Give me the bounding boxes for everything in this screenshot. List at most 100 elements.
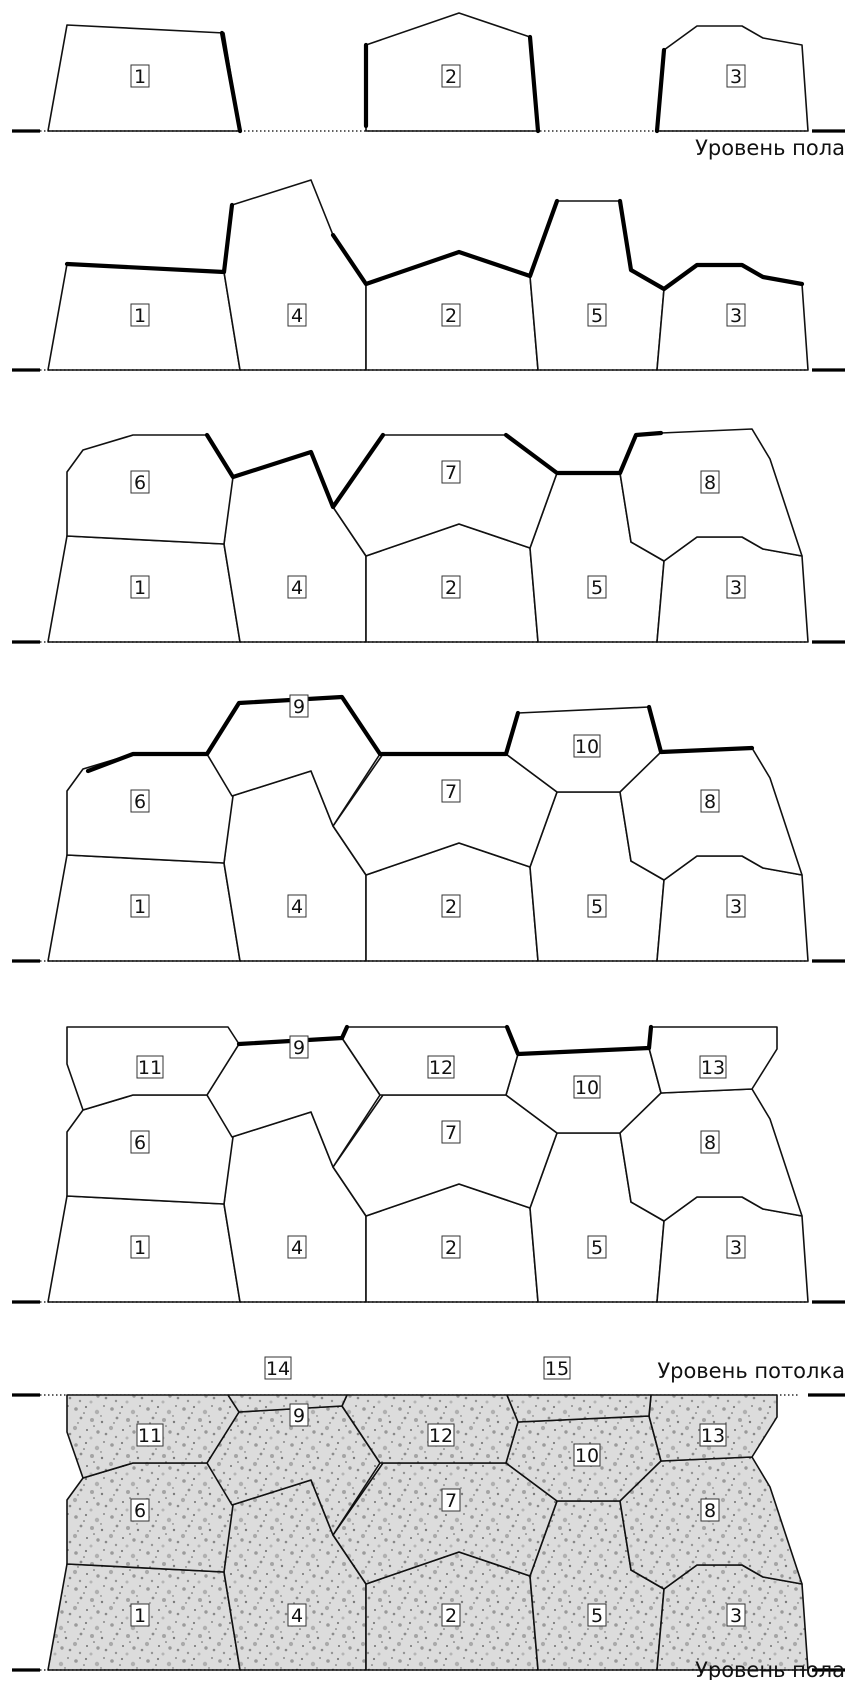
stone-label-5: 5 <box>588 304 606 327</box>
stone-4 <box>224 180 366 370</box>
stone-label-3: 3 <box>727 895 745 918</box>
stone-label-3: 3 <box>727 576 745 599</box>
stone-number: 2 <box>445 305 457 327</box>
stone-label-13: 13 <box>700 1424 726 1447</box>
floor-level-label-top: Уровень пола <box>695 136 845 160</box>
stone-label-2: 2 <box>442 895 460 918</box>
stone-number: 8 <box>704 1132 716 1154</box>
stone-number: 11 <box>138 1425 162 1447</box>
stone-number: 2 <box>445 1605 457 1627</box>
stone-label-6: 6 <box>131 790 149 813</box>
stone-4 <box>224 452 366 642</box>
highlight-edge-2 <box>649 707 752 752</box>
stone-label-3: 3 <box>727 65 745 88</box>
step-panel-3: 1 4 2 5 3 6 7 8 <box>12 429 845 642</box>
stone-number: 4 <box>291 305 303 327</box>
stone-number: 5 <box>591 305 603 327</box>
stone-label-1: 1 <box>131 1236 149 1259</box>
stone-label-1: 1 <box>131 576 149 599</box>
stone-label-5: 5 <box>588 1236 606 1259</box>
stone-number: 6 <box>134 472 146 494</box>
stone-number: 13 <box>701 1425 725 1447</box>
stone-label-9: 9 <box>290 695 308 718</box>
stone-number: 13 <box>701 1057 725 1079</box>
stone-number: 10 <box>575 736 599 758</box>
stone-number: 1 <box>134 305 146 327</box>
stone-label-1: 1 <box>131 65 149 88</box>
stone-label-1: 1 <box>131 304 149 327</box>
stone-number: 9 <box>293 1037 305 1059</box>
stone-label-3: 3 <box>727 1604 745 1627</box>
stone-number: 2 <box>445 896 457 918</box>
stone-number: 2 <box>445 66 457 88</box>
stone-number: 4 <box>291 1605 303 1627</box>
stone-label-7: 7 <box>442 1489 460 1512</box>
stone-number: 1 <box>134 1237 146 1259</box>
stone-label-5: 5 <box>588 576 606 599</box>
stone-number: 2 <box>445 1237 457 1259</box>
stone-number: 6 <box>134 1132 146 1154</box>
stone-label-3: 3 <box>727 1236 745 1259</box>
stone-label-13: 13 <box>700 1056 726 1079</box>
stone-number: 1 <box>134 577 146 599</box>
stone-number: 12 <box>429 1057 453 1079</box>
stone-number: 3 <box>730 305 742 327</box>
stone-6 <box>67 1095 233 1204</box>
stone-number: 7 <box>445 462 457 484</box>
stone-label-10: 10 <box>574 735 600 758</box>
stone-label-10: 10 <box>574 1444 600 1467</box>
stone-number: 9 <box>293 1405 305 1427</box>
stone-label-6: 6 <box>131 1131 149 1154</box>
step-panel-4: 14253678910 <box>12 695 845 961</box>
stone-label-4: 4 <box>288 304 306 327</box>
stone-number: 1 <box>134 66 146 88</box>
stone-number: 1 <box>134 896 146 918</box>
stone-number: 5 <box>591 1237 603 1259</box>
stone-number: 6 <box>134 1500 146 1522</box>
step-panel-2: 1 4 2 5 3 <box>12 180 845 370</box>
stone-label-1: 1 <box>131 895 149 918</box>
stone-number: 5 <box>591 896 603 918</box>
stone-number: 3 <box>730 1237 742 1259</box>
stone-label-14: 14 <box>265 1357 291 1380</box>
stone-label-8: 8 <box>701 471 719 494</box>
stone-label-15: 15 <box>544 1357 570 1380</box>
stone-number: 7 <box>445 1122 457 1144</box>
stone-number: 5 <box>591 1605 603 1627</box>
stone-label-4: 4 <box>288 576 306 599</box>
stone-label-2: 2 <box>442 304 460 327</box>
stone-number: 9 <box>293 696 305 718</box>
stone-label-7: 7 <box>442 1121 460 1144</box>
stone-number: 3 <box>730 577 742 599</box>
stone-number: 12 <box>429 1425 453 1447</box>
stone-number: 10 <box>575 1077 599 1099</box>
stone-label-12: 12 <box>428 1424 454 1447</box>
stone-label-4: 4 <box>288 1604 306 1627</box>
stone-label-5: 5 <box>588 1604 606 1627</box>
stone-label-9: 9 <box>290 1404 308 1427</box>
stone-label-6: 6 <box>131 1499 149 1522</box>
floor-level-label-bottom: Уровень пола <box>695 1658 845 1680</box>
stone-label-8: 8 <box>701 1499 719 1522</box>
stone-number: 4 <box>291 896 303 918</box>
stone-label-1: 1 <box>131 1604 149 1627</box>
stone-number: 2 <box>445 577 457 599</box>
stone-label-12: 12 <box>428 1056 454 1079</box>
stone-label-5: 5 <box>588 895 606 918</box>
stone-number: 11 <box>138 1057 162 1079</box>
stone-number: 6 <box>134 791 146 813</box>
stone-number: 4 <box>291 1237 303 1259</box>
ceiling-level-label: Уровень потолка <box>657 1359 845 1383</box>
step-panel-5: 1 4 2 5 3 6 7 8 9 10 11 12 13 <box>12 1027 845 1302</box>
step-panel-1: 1 2 3 <box>12 13 845 131</box>
stone-number: 8 <box>704 472 716 494</box>
stone-label-2: 2 <box>442 1604 460 1627</box>
highlight-edge-2 <box>507 1027 651 1054</box>
stone-number: 3 <box>730 1605 742 1627</box>
stone-label-4: 4 <box>288 1236 306 1259</box>
stone-label-2: 2 <box>442 576 460 599</box>
stone-number: 8 <box>704 791 716 813</box>
